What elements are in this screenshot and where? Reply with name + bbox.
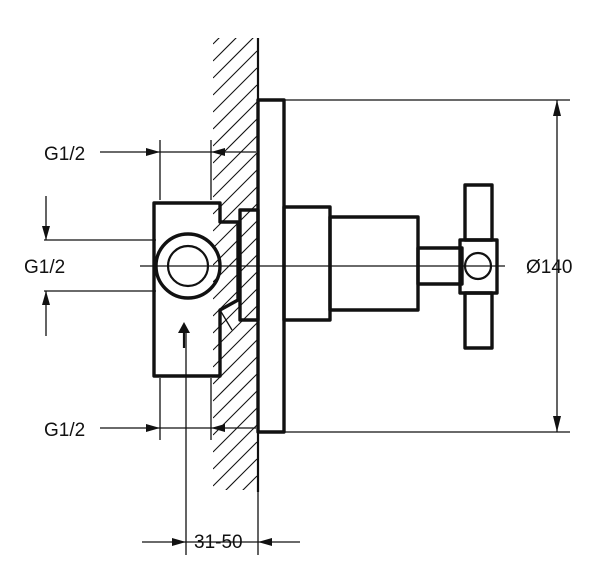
hatch-line (213, 407, 257, 453)
hatch-line (213, 38, 220, 45)
spindle-sleeve (238, 208, 260, 322)
shroud-cap (328, 215, 420, 312)
wall-hatching (213, 38, 257, 537)
dimension-bottom-inlet (100, 378, 256, 440)
hatch-line (213, 493, 257, 537)
hatch-line (213, 38, 237, 62)
hatch-line (225, 458, 257, 490)
hatch-line (213, 254, 257, 300)
hatch-line (213, 84, 257, 130)
handle-arm-bottom (463, 291, 494, 350)
dimension-top-inlet (100, 140, 256, 200)
hatch-line (213, 101, 257, 147)
handle-arm-top (463, 183, 494, 242)
label-mid-g12: G1/2 (24, 257, 65, 278)
hatch-line (213, 424, 257, 470)
hatch-line (213, 135, 257, 181)
label-top-g12: G1/2 (44, 144, 85, 165)
hatch-line (213, 67, 257, 113)
dimension-depth (142, 330, 300, 555)
shroud-base (282, 205, 332, 322)
cross-handle (458, 183, 499, 350)
dimension-diameter (284, 99, 570, 433)
label-bottom-g12: G1/2 (44, 420, 85, 441)
hatch-line (213, 441, 257, 487)
flow-arrow-icon (178, 322, 190, 348)
hatch-line (242, 475, 257, 490)
hatch-line (213, 356, 257, 402)
hatch-line (213, 118, 257, 164)
dimension-outlet (42, 196, 156, 336)
hatch-line (213, 152, 257, 198)
label-diameter: Ø140 (526, 257, 572, 278)
body-gap-line (219, 309, 233, 331)
hatch-line (213, 50, 257, 96)
hatch-line (213, 38, 254, 79)
hatch-line (213, 373, 257, 419)
label-depth: 31-50 (194, 532, 243, 553)
valve-body (152, 201, 240, 378)
